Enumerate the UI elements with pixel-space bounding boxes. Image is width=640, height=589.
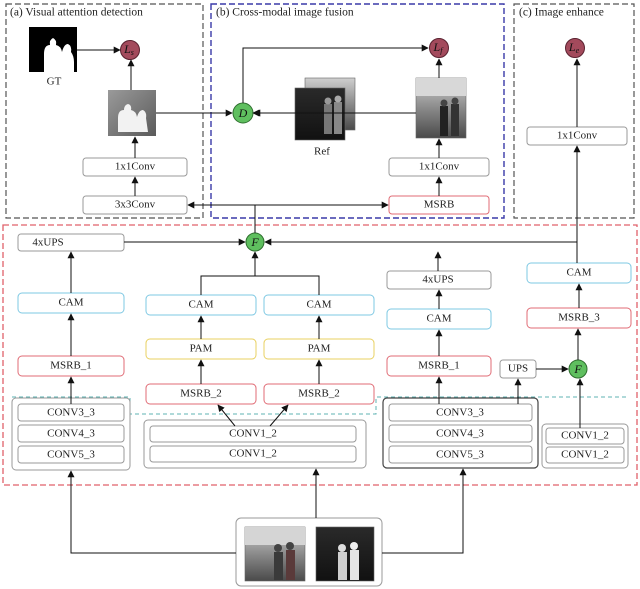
conv1_2-box-middle-2 — [149, 445, 357, 463]
panel-a-title: (a) Visual attention detection — [10, 7, 143, 19]
loss-lf-symbol: Lf — [433, 40, 445, 55]
conv1x1-label-c: 1x1Conv — [557, 130, 598, 142]
conv3x3-label: 3x3Conv — [115, 199, 156, 211]
conv1x1-label-b: 1x1Conv — [419, 161, 460, 173]
loss-le-node — [565, 38, 585, 58]
msrb2-label-col3: MSRB_2 — [298, 388, 340, 400]
fusion-node-right-symbol: F — [573, 362, 582, 376]
input-frame — [235, 517, 383, 587]
fused-image — [415, 77, 467, 139]
conv4_3-box-right — [388, 424, 533, 443]
encoder-group-right — [382, 397, 539, 469]
discriminator-symbol: D — [238, 106, 248, 120]
msrb-label-b: MSRB — [424, 199, 455, 211]
conv1_2-label-middle-1: CONV1_2 — [229, 428, 277, 440]
ups4-box-col4 — [386, 270, 492, 290]
conv4_3-label-right: CONV4_3 — [436, 428, 484, 440]
msrb1-label-col4: MSRB_1 — [418, 360, 460, 372]
cam-box-col5 — [526, 262, 632, 284]
teal-dashed-separator — [12, 396, 628, 415]
saliency-image — [108, 90, 156, 136]
cam-label-col5: CAM — [566, 267, 591, 279]
loss-lf-node — [429, 38, 449, 58]
conv1_2-box-right-1 — [545, 427, 625, 445]
input-infrared-image — [315, 526, 375, 582]
conv1_2-label-right-1: CONV1_2 — [561, 430, 609, 442]
cam-label-col4: CAM — [426, 313, 451, 325]
ref-label: Ref — [314, 146, 330, 158]
gt-image — [29, 27, 77, 72]
panel-c-title: (c) Image enhance — [519, 7, 604, 19]
loss-le-symbol: Le — [568, 40, 580, 55]
msrb3-label-col5: MSRB_3 — [558, 312, 600, 324]
encoder-group-far-right — [541, 423, 629, 469]
ups4-label-col4: 4xUPS — [422, 274, 453, 286]
conv3_3-label-left: CONV3_3 — [47, 407, 95, 419]
cam-label-col3: CAM — [306, 299, 331, 311]
encoder-group-middle — [143, 419, 367, 469]
conv1_2-label-middle-2: CONV1_2 — [229, 448, 277, 460]
conv1_2-box-middle-1 — [149, 425, 357, 443]
conv1_2-box-right-2 — [545, 446, 625, 464]
ups4-label-left: 4xUPS — [32, 237, 63, 249]
cam-label-col1: CAM — [58, 297, 83, 309]
pam-label-col3: PAM — [308, 343, 331, 355]
msrb2-label-col2: MSRB_2 — [180, 388, 222, 400]
fusion-node-top-symbol: F — [250, 235, 259, 249]
conv3_3-label-right: CONV3_3 — [436, 407, 484, 419]
msrb1-label-col1: MSRB_1 — [50, 360, 92, 372]
conv5_3-label-right: CONV5_3 — [436, 449, 484, 461]
loss-ls-symbol: Ls — [123, 42, 134, 57]
panel-main-frame — [2, 224, 638, 486]
conv1_2-label-right-2: CONV1_2 — [561, 449, 609, 461]
connectors — [67, 44, 584, 554]
conv5_3-label-left: CONV5_3 — [47, 449, 95, 461]
pam-label-col2: PAM — [190, 343, 213, 355]
panel-b-frame — [210, 3, 505, 219]
conv1x1-label-a: 1x1Conv — [115, 161, 156, 173]
input-visible-image — [244, 526, 306, 582]
conv4_3-box-left — [17, 424, 125, 443]
cam-label-col2: CAM — [188, 299, 213, 311]
panel-b-title: (b) Cross-modal image fusion — [216, 7, 354, 19]
panel-c-frame — [513, 3, 635, 219]
conv3_3-box-right — [388, 403, 533, 422]
panel-a-frame — [5, 3, 204, 219]
ref-image-stack — [294, 77, 356, 141]
conv5_3-box-left — [17, 445, 125, 464]
conv5_3-box-right — [388, 445, 533, 464]
gt-label: GT — [47, 76, 62, 88]
ups-label-col5: UPS — [508, 363, 528, 375]
conv4_3-label-left: CONV4_3 — [47, 428, 95, 440]
